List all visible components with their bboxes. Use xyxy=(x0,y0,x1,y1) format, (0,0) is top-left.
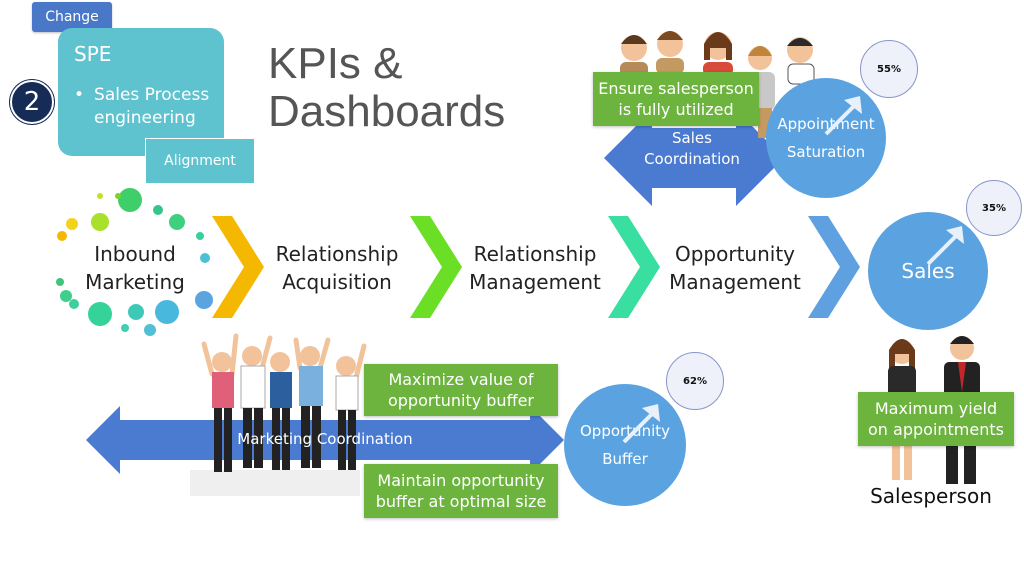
note-line1: Maintain opportunity xyxy=(377,471,545,490)
circle-line1: Appointment xyxy=(777,115,875,133)
spe-bullet-line2: engineering xyxy=(94,108,196,128)
sales-circle: Sales xyxy=(868,212,988,330)
stage-inbound-marketing: Inbound Marketing xyxy=(70,240,200,296)
team-people-icon xyxy=(620,31,815,138)
sales-percent-badge: 35% xyxy=(966,180,1022,236)
dot-cluster-icon xyxy=(56,188,213,336)
sales-coordination-label: Sales Coordination xyxy=(632,128,752,170)
marketing-coordination-label: Marketing Coordination xyxy=(237,430,413,448)
note-maintain-buffer: Maintain opportunity buffer at optimal s… xyxy=(364,464,558,518)
page-title-line1: KPIs & xyxy=(268,39,403,88)
circle-line2: Saturation xyxy=(786,143,866,161)
spe-box: SPE • Sales Process engineering xyxy=(58,28,224,156)
note-ensure-utilized: Ensure salesperson is fully utilized xyxy=(593,72,759,126)
change-tab[interactable]: Change xyxy=(32,2,112,32)
trend-arrow-icon xyxy=(926,226,964,266)
bullet-dot-icon: • xyxy=(74,85,85,105)
stage-line2: Marketing xyxy=(85,270,185,294)
sales-coordination-line1: Sales xyxy=(672,129,712,147)
page-title-line2: Dashboards xyxy=(268,87,506,136)
note-maximum-yield: Maximum yield on appointments xyxy=(858,392,1014,446)
stage-line2: Acquisition xyxy=(282,270,392,294)
celebrating-people-icon xyxy=(190,333,367,496)
opportunity-percent-badge: 62% xyxy=(666,352,724,410)
note-line2: buffer at optimal size xyxy=(375,492,547,511)
appointment-percent-badge: 55% xyxy=(860,40,918,98)
chevron-blue-icon xyxy=(808,216,860,318)
step-number-badge: 2 xyxy=(10,80,54,124)
spe-bullet-line1: Sales Process xyxy=(94,85,210,105)
note-maximize-value: Maximize value of opportunity buffer xyxy=(364,364,558,416)
note-line2: is fully utilized xyxy=(618,100,734,119)
circle-line2: Buffer xyxy=(602,450,648,468)
stage-relationship-acquisition: Relationship Acquisition xyxy=(264,240,410,296)
chevron-green-icon xyxy=(410,216,462,318)
sales-coordination-line2: Coordination xyxy=(644,150,740,168)
stage-relationship-management: Relationship Management xyxy=(460,240,610,296)
salesperson-caption: Salesperson xyxy=(870,484,992,508)
stage-opportunity-management: Opportunity Management xyxy=(660,240,810,296)
trend-arrow-icon xyxy=(622,404,660,444)
marketing-coordination-arrow-icon xyxy=(86,406,564,474)
sales-coordination-arrow-icon xyxy=(604,110,784,206)
chevron-yellow-icon xyxy=(212,216,264,318)
alignment-tab[interactable]: Alignment xyxy=(145,138,255,184)
note-line1: Maximize value of xyxy=(388,370,534,389)
note-line2: opportunity buffer xyxy=(387,391,535,410)
stage-line1: Relationship xyxy=(473,242,597,266)
stage-line1: Inbound xyxy=(94,242,176,266)
stage-line2: Management xyxy=(669,270,801,294)
opportunity-buffer-circle: Opportunity Buffer xyxy=(564,384,686,506)
trend-arrow-icon xyxy=(824,96,862,136)
chevron-mint-icon xyxy=(608,216,660,318)
appointment-saturation-circle: Appointment Saturation xyxy=(766,78,886,198)
note-line1: Ensure salesperson xyxy=(598,79,754,98)
spe-bullet: • Sales Process engineering xyxy=(74,84,209,130)
stage-line1: Relationship xyxy=(275,242,399,266)
spe-title: SPE xyxy=(74,42,112,66)
stage-line2: Management xyxy=(469,270,601,294)
circle-line1: Opportunity xyxy=(579,422,670,440)
page-title: KPIs & Dashboards xyxy=(268,40,505,136)
stage-line1: Opportunity xyxy=(674,242,796,266)
note-line1: Maximum yield xyxy=(874,399,998,418)
note-line2: on appointments xyxy=(868,420,1004,439)
